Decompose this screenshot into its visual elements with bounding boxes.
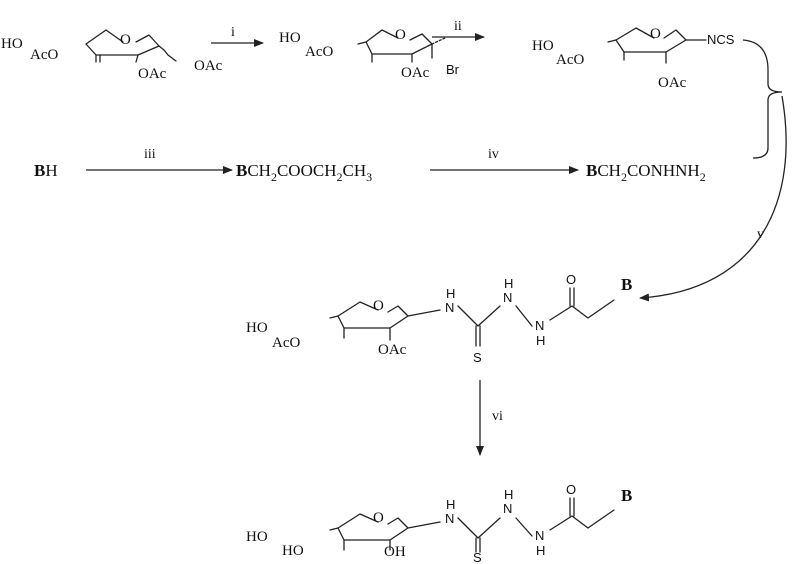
step-label-vi: vi [492, 409, 503, 424]
compound-4-amide-h: H [536, 333, 545, 348]
compound-4-acetylated-product: O HO AcO OAc H N S H N N H O B [246, 272, 632, 365]
compound-4-nh-n: N [445, 300, 454, 315]
ester-sub2: 2 [336, 170, 342, 184]
compound-5-nh-n: N [445, 511, 454, 526]
compound-2-acetoxy-c2: OAc [401, 65, 430, 81]
compound-4-hydroxyl: HO [246, 320, 268, 336]
hydrazide-sub1: 2 [621, 170, 627, 184]
compound-4-ring-oxygen: O [373, 298, 384, 314]
compound-5-sulfur: S [473, 550, 482, 564]
compound-2-bromine: Br [446, 62, 460, 77]
compound-4-acetoxy-c2: OAc [378, 342, 407, 358]
step-label-iv: iv [488, 147, 499, 162]
hydrazide-intermediate: BCH2CONHNH2 [586, 161, 706, 184]
bracket-combine [742, 39, 783, 159]
compound-3-hydroxyl: HO [532, 38, 554, 54]
compound-1-acetoxy-c3: AcO [30, 47, 58, 63]
compound-1-acetoxy-c2: OAc [138, 66, 167, 82]
compound-1-peracetyl-xylose: O HO AcO OAc OAc [1, 29, 223, 82]
compound-4-amide-n: N [535, 318, 544, 333]
bh-b: B [34, 161, 45, 180]
hydrazide-b: B [586, 161, 597, 180]
bh-reagent: BH [34, 161, 58, 180]
compound-1-ring-oxygen: O [120, 32, 131, 48]
bh-h: H [45, 161, 57, 180]
ester-b: B [236, 161, 247, 180]
compound-2-ring-oxygen: O [395, 27, 406, 43]
compound-4-carbonyl-o: O [566, 272, 576, 287]
compound-5-ring-oxygen: O [373, 510, 384, 526]
compound-4-sulfur: S [473, 350, 482, 365]
compound-5-carbonyl-o: O [566, 482, 576, 497]
ester-ch3: CH [342, 161, 366, 180]
compound-5-b-group: B [621, 486, 632, 505]
compound-3-acetoxy-c2: OAc [658, 75, 687, 91]
compound-4-nh-h: H [446, 286, 455, 301]
compound-4-hydrazine-n: N [503, 290, 512, 305]
compound-3-isothiocyanate: NCS [707, 32, 735, 47]
compound-5-nh-h: H [446, 497, 455, 512]
compound-5-hydrazine-h: H [504, 487, 513, 502]
compound-5-hydroxyl-c3: HO [282, 543, 304, 559]
compound-4-acetoxy-c3: AcO [272, 335, 300, 351]
compound-4-hydrazine-h: H [504, 276, 513, 291]
ester-ch: CH [247, 161, 271, 180]
compound-3-acetoxy-c3: AcO [556, 52, 584, 68]
compound-1-acetoxy-c1: OAc [194, 58, 223, 74]
compound-3-glycosyl-isothiocyanate: O HO AcO OAc NCS [532, 26, 735, 91]
hydrazide-conhnh: CONHNH [627, 161, 700, 180]
ester-intermediate: BCH2COOCH2CH3 [236, 161, 372, 184]
hydrazide-ch: CH [597, 161, 621, 180]
compound-2-glycosyl-bromide: O HO AcO OAc Br [279, 27, 460, 81]
step-label-iii: iii [144, 147, 156, 162]
hydrazide-sub2: 2 [700, 170, 706, 184]
ester-sub3: 3 [366, 170, 372, 184]
compound-5-deprotected-product: O HO HO OH H N S H N N H O B [246, 482, 632, 564]
compound-5-amide-n: N [535, 528, 544, 543]
ester-cooch: COOCH [277, 161, 337, 180]
compound-4-b-group: B [621, 275, 632, 294]
compound-2-acetoxy-c3: AcO [305, 44, 333, 60]
arrow-step-v [639, 95, 787, 302]
step-label-ii: ii [454, 19, 462, 34]
step-label-v: v [757, 227, 764, 242]
step-label-i: i [231, 25, 235, 40]
compound-2-hydroxyl: HO [279, 30, 301, 46]
compound-1-hydroxyl: HO [1, 36, 23, 52]
compound-5-hydrazine-n: N [503, 501, 512, 516]
compound-5-hydroxyl-c4: HO [246, 529, 268, 545]
compound-5-hydroxyl-c2: OH [384, 544, 406, 560]
ester-sub1: 2 [271, 170, 277, 184]
compound-3-ring-oxygen: O [650, 26, 661, 42]
compound-5-amide-h: H [536, 543, 545, 558]
